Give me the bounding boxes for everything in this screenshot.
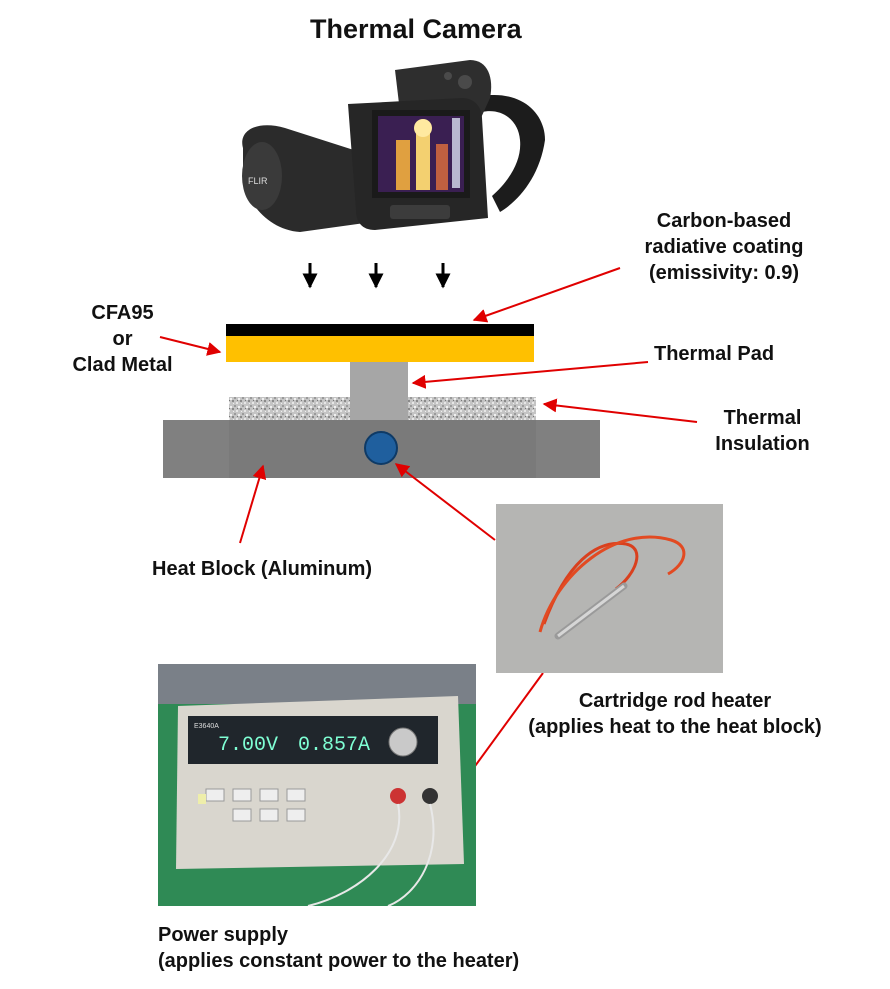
thermal-camera-illustration: FLIR — [242, 60, 545, 232]
heater-position-marker — [364, 431, 398, 465]
sample-label: CFA95 or Clad Metal — [72, 302, 173, 376]
thermal-insulation-right — [408, 397, 536, 422]
heat-block-label: Heat Block (Aluminum) — [152, 558, 373, 580]
voltage-readout: 7.00V — [218, 734, 278, 757]
sample-layer — [226, 336, 534, 362]
heater-label: Cartridge rod heater (applies heat to th… — [528, 690, 822, 738]
cartridge-heater-photo — [496, 504, 723, 673]
power-supply-label: Power supply (applies constant power to … — [158, 924, 520, 972]
power-supply-photo: 7.00V 0.857A E3640A — [158, 664, 476, 906]
thermal-pad — [350, 362, 408, 422]
model-label: E3640A — [194, 723, 219, 730]
current-readout: 0.857A — [298, 734, 370, 757]
page-title: Thermal Camera — [310, 14, 522, 44]
thermal-insulation-left — [229, 397, 350, 422]
coating-label: Carbon-based radiative coating (emissivi… — [644, 210, 804, 284]
radiation-arrows — [302, 263, 451, 289]
camera-brand-text: FLIR — [248, 176, 268, 186]
insulation-label: Thermal Insulation — [715, 407, 810, 455]
radiative-coating-layer — [226, 324, 534, 336]
thermal-pad-label: Thermal Pad — [654, 343, 775, 365]
